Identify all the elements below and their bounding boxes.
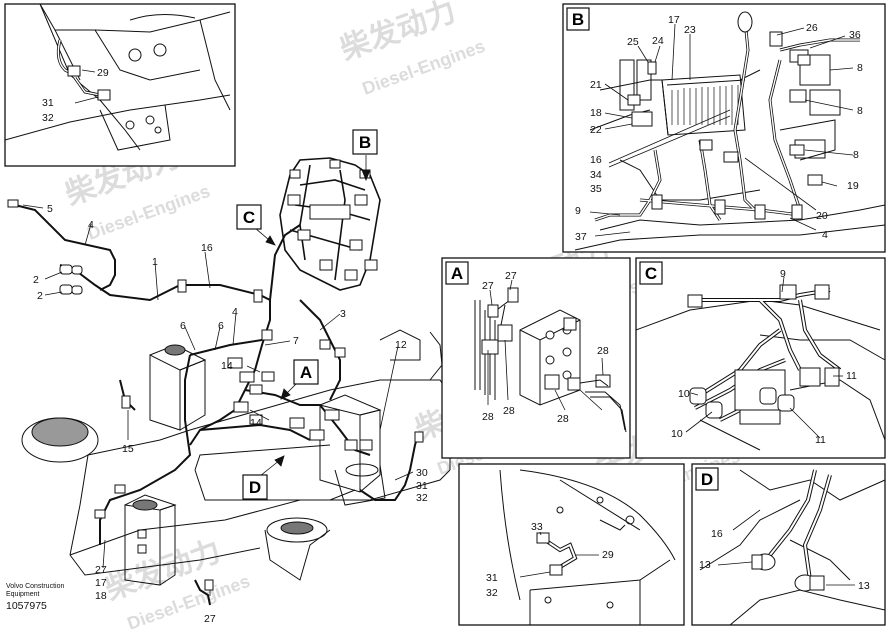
caption-line-2: Equipment bbox=[6, 591, 40, 598]
inset-a-label-28-2: 28 bbox=[503, 405, 515, 417]
inset-bottom-label-31: 31 bbox=[486, 572, 498, 584]
label-5: 5 bbox=[47, 203, 53, 215]
callout-box-a bbox=[293, 359, 319, 385]
label-30: 30 bbox=[416, 467, 428, 479]
inset-a: A bbox=[441, 257, 631, 459]
inset-a-letter: A bbox=[451, 264, 463, 283]
inset-b-label-8-top: 8 bbox=[857, 62, 863, 74]
inset-b-label-8-mid: 8 bbox=[857, 105, 863, 117]
inset-b-letter: B bbox=[572, 10, 584, 29]
inset-b-label-16: 16 bbox=[590, 154, 602, 166]
label-14-upper: 14 bbox=[221, 360, 233, 372]
inset-b-label-25: 25 bbox=[627, 36, 639, 48]
inset-d-label-16: 16 bbox=[711, 528, 723, 540]
inset-bottom-label-32: 32 bbox=[486, 587, 498, 599]
inset-top-label-31: 31 bbox=[42, 97, 54, 109]
inset-top-label-29: 29 bbox=[97, 67, 109, 79]
label-7: 7 bbox=[293, 335, 299, 347]
callout-box-b bbox=[352, 129, 378, 155]
label-27-left: 27 bbox=[95, 564, 107, 576]
inset-b-label-23: 23 bbox=[684, 24, 696, 36]
inset-b-label-4: 4 bbox=[822, 229, 828, 241]
caption-line-1: Volvo Construction bbox=[6, 583, 65, 590]
inset-a-label-28-4: 28 bbox=[557, 413, 569, 425]
label-4-upper: 4 bbox=[88, 219, 94, 231]
inset-d-label-13-right: 13 bbox=[858, 580, 870, 592]
label-32: 32 bbox=[416, 492, 428, 504]
inset-a-label-27-right: 27 bbox=[505, 270, 517, 282]
inset-b-label-34: 34 bbox=[590, 169, 602, 181]
inset-c-label-9: 9 bbox=[780, 268, 786, 280]
inset-top-left: 29 31 32 bbox=[4, 3, 236, 167]
label-18: 18 bbox=[95, 590, 107, 602]
cab-harness-cluster bbox=[279, 157, 381, 291]
inset-b-label-24: 24 bbox=[652, 35, 664, 47]
main-leader-lines bbox=[22, 155, 414, 596]
inset-b-label-37: 37 bbox=[575, 231, 587, 243]
inset-c-label-10-lower: 10 bbox=[671, 428, 683, 440]
callout-box-d bbox=[242, 474, 268, 500]
inset-a-label-28-3: 28 bbox=[597, 345, 609, 357]
label-6-right: 6 bbox=[218, 320, 224, 332]
inset-b-label-36: 36 bbox=[849, 29, 861, 41]
inset-a-label-28-1: 28 bbox=[482, 411, 494, 423]
inset-c-label-10-upper: 10 bbox=[678, 388, 690, 400]
label-4-lower: 4 bbox=[232, 306, 238, 318]
inset-d-letter: D bbox=[701, 470, 713, 489]
inset-b-label-9: 9 bbox=[575, 205, 581, 217]
label-3: 3 bbox=[340, 308, 346, 320]
callout-letter-b: B bbox=[359, 133, 371, 152]
label-2-upper: 2 bbox=[33, 274, 39, 286]
label-12: 12 bbox=[395, 339, 407, 351]
inset-top-label-32: 32 bbox=[42, 112, 54, 124]
inset-b-label-19: 19 bbox=[847, 180, 859, 192]
inset-b-label-20: 20 bbox=[816, 210, 828, 222]
inset-bottom: 33 29 31 32 bbox=[458, 463, 685, 626]
inset-c-letter: C bbox=[645, 264, 657, 283]
callout-letter-c: C bbox=[243, 208, 255, 227]
main-part-labels: 5 4 2 2 1 16 3 6 6 4 7 12 14 14 15 30 31… bbox=[33, 203, 428, 625]
label-17: 17 bbox=[95, 577, 107, 589]
inset-d-label-13-left: 13 bbox=[699, 559, 711, 571]
inset-b-label-35: 35 bbox=[590, 183, 602, 195]
inset-bottom-label-33: 33 bbox=[531, 521, 543, 533]
inset-d: D 16 13 13 bbox=[691, 463, 886, 626]
inset-b-label-26: 26 bbox=[806, 22, 818, 34]
label-27-bottom: 27 bbox=[204, 613, 216, 625]
label-6-left: 6 bbox=[180, 320, 186, 332]
callout-box-c bbox=[236, 204, 262, 230]
inset-a-label-27-left: 27 bbox=[482, 280, 494, 292]
label-1: 1 bbox=[152, 256, 158, 268]
callout-letter-d: D bbox=[249, 478, 261, 497]
inset-b-label-17: 17 bbox=[668, 14, 680, 26]
inset-c-label-11-lower: 11 bbox=[815, 434, 826, 446]
document-number: 1057975 bbox=[6, 600, 47, 612]
main-callout-boxes: C B A D bbox=[236, 129, 378, 500]
inset-b-label-18: 18 bbox=[590, 107, 602, 119]
publisher-caption: Volvo Construction Equipment 1057975 bbox=[6, 583, 64, 613]
inset-b-label-8-low: 8 bbox=[853, 149, 859, 161]
main-harness-detail bbox=[7, 199, 424, 591]
label-16: 16 bbox=[201, 242, 213, 254]
label-2-lower: 2 bbox=[37, 290, 43, 302]
label-14-lower: 14 bbox=[250, 417, 262, 429]
inset-b-label-21: 21 bbox=[590, 79, 602, 91]
label-31: 31 bbox=[416, 480, 428, 492]
inset-c-label-11-upper: 11 bbox=[846, 370, 857, 382]
inset-c: C bbox=[635, 257, 886, 459]
inset-bottom-label-29: 29 bbox=[602, 549, 614, 561]
inset-b-label-22: 22 bbox=[590, 124, 602, 136]
inset-b: B bbox=[562, 3, 886, 253]
callout-letter-a: A bbox=[300, 363, 312, 382]
label-15: 15 bbox=[122, 443, 134, 455]
